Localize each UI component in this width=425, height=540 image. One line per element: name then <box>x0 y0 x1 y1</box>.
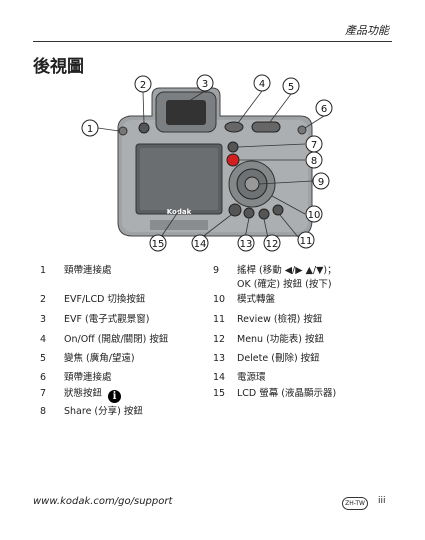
evf-window <box>166 100 206 125</box>
callout-label-2: 2 <box>140 80 146 91</box>
legend-text: Delete (刪除) 按鈕 <box>237 353 320 364</box>
legend-num: 1 <box>40 265 47 276</box>
legend-text: 變焦 (廣角/望遠) <box>64 353 135 364</box>
callout-6 <box>315 99 333 117</box>
callout-15 <box>149 234 167 252</box>
power-ring <box>228 203 242 217</box>
legend-num: 13 <box>213 353 226 364</box>
legend-num: 2 <box>40 294 47 305</box>
info-icon: i <box>108 390 122 403</box>
legend-num: 6 <box>40 372 47 383</box>
callout-label-6: 6 <box>321 104 327 115</box>
callout-label-15: 15 <box>152 239 165 250</box>
leader-lines <box>97 90 325 239</box>
legend-num: 5 <box>40 353 47 364</box>
callout-2 <box>134 75 152 93</box>
callout-13 <box>237 234 255 252</box>
review-button <box>272 204 284 216</box>
evf-lcd-button <box>138 122 150 134</box>
strap-lug-left <box>118 126 128 136</box>
legend-text-wrap: 狀態按鈕 i <box>64 387 122 403</box>
callout-9 <box>312 172 330 190</box>
callout-label-1: 1 <box>87 124 93 135</box>
callout-label-10: 10 <box>308 210 321 221</box>
legend-text-line2: OK (確定) 按鈕 (按下) <box>237 279 332 290</box>
callout-8 <box>305 151 323 169</box>
callout-label-5: 5 <box>288 82 294 93</box>
callout-label-3: 3 <box>202 79 208 90</box>
brand-plate <box>150 220 208 230</box>
legend-text: On/Off (開啟/關閉) 按鈕 <box>64 334 169 345</box>
callout-label-9: 9 <box>318 177 324 188</box>
legend-num: 9 <box>213 265 220 276</box>
callout-1 <box>81 119 99 137</box>
page-number: iii <box>378 496 386 506</box>
section-label: 產品功能 <box>345 24 389 37</box>
legend-text: 搖桿 (移動 ◀/▶ ▲/▼)； <box>237 265 337 276</box>
joystick <box>244 176 260 192</box>
legend-text-multi: 搖桿 (移動 ◀/▶ ▲/▼)； OK (確定) 按鈕 (按下) <box>237 264 337 292</box>
callout-10 <box>305 205 323 223</box>
language-badge: ZH-TW <box>342 497 368 510</box>
legend-text: 模式轉盤 <box>237 294 276 305</box>
legend-num: 11 <box>213 314 226 325</box>
lcd-inner <box>140 148 218 210</box>
delete-button <box>243 207 255 219</box>
legend-num: 4 <box>40 334 47 345</box>
legend-text: LCD 螢幕 (液晶顯示器) <box>237 388 337 399</box>
callout-4 <box>253 74 271 92</box>
callout-11 <box>297 231 315 249</box>
zoom-lever <box>251 121 281 133</box>
share-button <box>226 153 240 167</box>
callout-12 <box>263 234 281 252</box>
page-title: 後視圖 <box>33 57 84 77</box>
legend-num: 15 <box>213 388 226 399</box>
legend-num: 12 <box>213 334 226 345</box>
legend-text: 狀態按鈕 <box>64 388 103 399</box>
header-rule <box>33 41 392 42</box>
callout-circles <box>81 74 333 252</box>
strap-lug-right <box>297 125 307 135</box>
legend-num: 14 <box>213 372 226 383</box>
callout-label-8: 8 <box>311 156 317 167</box>
legend-text: 頸帶連接處 <box>64 265 112 276</box>
status-button <box>227 141 239 153</box>
callout-5 <box>282 77 300 95</box>
legend-text: EVF/LCD 切換按鈕 <box>64 294 146 305</box>
legend-text: 頸帶連接處 <box>64 372 112 383</box>
camera-back-diagram: Kodak <box>81 74 333 252</box>
callout-label-12: 12 <box>266 239 279 250</box>
callout-label-11: 11 <box>300 236 313 247</box>
legend-num: 10 <box>213 294 226 305</box>
legend-text: Share (分享) 按鈕 <box>64 406 143 417</box>
callout-label-7: 7 <box>311 140 317 151</box>
support-link[interactable]: www.kodak.com/go/support <box>33 496 173 507</box>
menu-button <box>258 208 270 220</box>
legend-text: EVF (電子式觀景窗) <box>64 314 150 325</box>
legend-num: 3 <box>40 314 47 325</box>
brand-mark: Kodak <box>167 208 192 216</box>
callout-14 <box>191 234 209 252</box>
legend-text: 電源環 <box>237 372 266 383</box>
legend-num: 7 <box>40 388 47 399</box>
legend-num: 8 <box>40 406 47 417</box>
legend-text: Menu (功能表) 按鈕 <box>237 334 325 345</box>
callout-label-14: 14 <box>194 239 207 250</box>
legend-text: Review (檢視) 按鈕 <box>237 314 323 325</box>
callout-label-4: 4 <box>259 79 265 90</box>
callout-3 <box>196 74 214 92</box>
on-off-button <box>224 121 244 133</box>
callout-label-13: 13 <box>240 239 253 250</box>
